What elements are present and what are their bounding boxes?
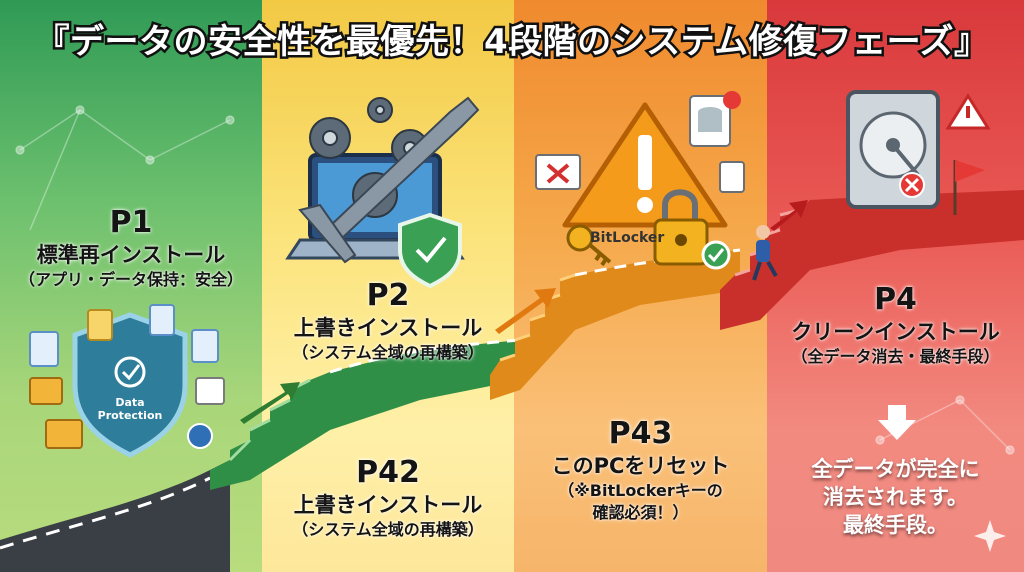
sparkle-icon <box>974 520 1006 552</box>
database-icon <box>535 91 745 193</box>
stairs-middle <box>490 248 741 400</box>
phase-name: 上書きインストール <box>293 493 483 517</box>
arrow-icon <box>240 382 300 424</box>
phase-p43: P43 このPCをリセット （※BitLockerキーの 確認必須！） <box>514 416 767 524</box>
network-decoration <box>15 105 1015 455</box>
warning-line: 消去されます。 <box>823 485 968 509</box>
phase-name: 標準再インストール <box>36 243 226 267</box>
shield-label: Data Protection <box>90 396 170 422</box>
phase-code: P43 <box>608 416 673 451</box>
phase-p4: P4 クリーンインストール （全データ消去・最終手段） <box>767 282 1024 368</box>
phase-p1: P1 標準再インストール （アプリ・データ保持：安全） <box>0 205 262 291</box>
arrow-icon <box>495 288 556 334</box>
hard-drive-icon <box>846 90 940 209</box>
key-icon <box>566 224 612 267</box>
stairs-lower <box>210 338 521 490</box>
phase-note: （システム全域の再構築） <box>292 343 484 362</box>
bitlocker-label: BitLocker <box>590 230 665 246</box>
warning-line: 最終手段。 <box>843 513 948 537</box>
phase-note: （システム全域の再構築） <box>292 520 484 539</box>
phase-name: 上書きインストール <box>293 316 483 340</box>
phase-name: クリーンインストール <box>791 320 1000 344</box>
phase-code: P42 <box>356 455 420 490</box>
phase-name: このPCをリセット <box>551 454 730 478</box>
shield-label-line: Data <box>115 396 145 409</box>
flag-icon <box>953 160 985 215</box>
phase-note: （全データ消去・最終手段） <box>791 347 1000 366</box>
shield-icon <box>72 312 188 458</box>
phase-p42: P42 上書きインストール （システム全域の再構築） <box>262 455 514 541</box>
phase-note: 確認必須！） <box>592 503 689 522</box>
shield-label-line: Protection <box>97 409 163 422</box>
check-shield-icon <box>398 212 462 289</box>
warning-line: 全データが完全に <box>811 457 980 481</box>
page-title: 『データの安全性を最優先！4段階のシステム修復フェーズ』 <box>33 20 990 65</box>
phase-note: （アプリ・データ保持：安全） <box>18 270 243 289</box>
phase-panel-yellow <box>262 0 514 572</box>
final-warning: 全データが完全に 消去されます。 最終手段。 <box>767 455 1024 539</box>
phase-p2: P2 上書きインストール （システム全域の再構築） <box>262 278 514 364</box>
wrench-icon <box>298 96 480 264</box>
road <box>0 460 230 572</box>
title-bar: 『データの安全性を最優先！4段階のシステム修復フェーズ』 <box>0 14 1024 65</box>
phase-code: P2 <box>366 278 410 313</box>
phase-code: P1 <box>109 205 153 240</box>
warning-small-icon <box>945 93 991 130</box>
lock-icon <box>653 189 731 270</box>
file-icon <box>29 304 225 449</box>
phase-note: （※BitLockerキーの <box>558 481 723 500</box>
down-arrow-icon <box>878 405 916 440</box>
arrow-icon <box>770 200 808 231</box>
person-icon <box>752 225 778 281</box>
phase-code: P4 <box>874 282 917 317</box>
